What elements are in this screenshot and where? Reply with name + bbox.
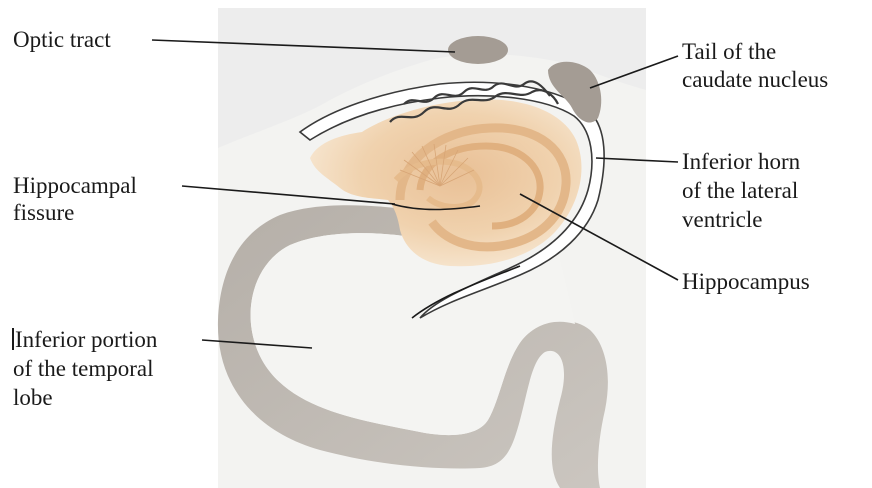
- label-inferior-horn-line2: of the lateral: [682, 177, 798, 204]
- label-inferior-horn-line3: ventricle: [682, 206, 762, 233]
- label-hippocampal-fissure-line2: fissure: [13, 199, 74, 226]
- label-tail-caudate-line1: Tail of the: [682, 38, 776, 65]
- text-cursor: [12, 328, 14, 350]
- label-inferior-portion-line2: of the temporal: [13, 355, 154, 382]
- optic-tract-structure: [448, 36, 508, 64]
- label-inferior-horn-line1: Inferior horn: [682, 148, 800, 175]
- label-inferior-portion-line3: lobe: [13, 384, 53, 411]
- label-inferior-portion-line1: Inferior portion: [15, 326, 157, 353]
- label-hippocampus: Hippocampus: [682, 268, 810, 295]
- label-hippocampal-fissure-line1: Hippocampal: [13, 172, 137, 199]
- label-tail-caudate-line2: caudate nucleus: [682, 66, 828, 93]
- label-optic-tract: Optic tract: [13, 26, 111, 53]
